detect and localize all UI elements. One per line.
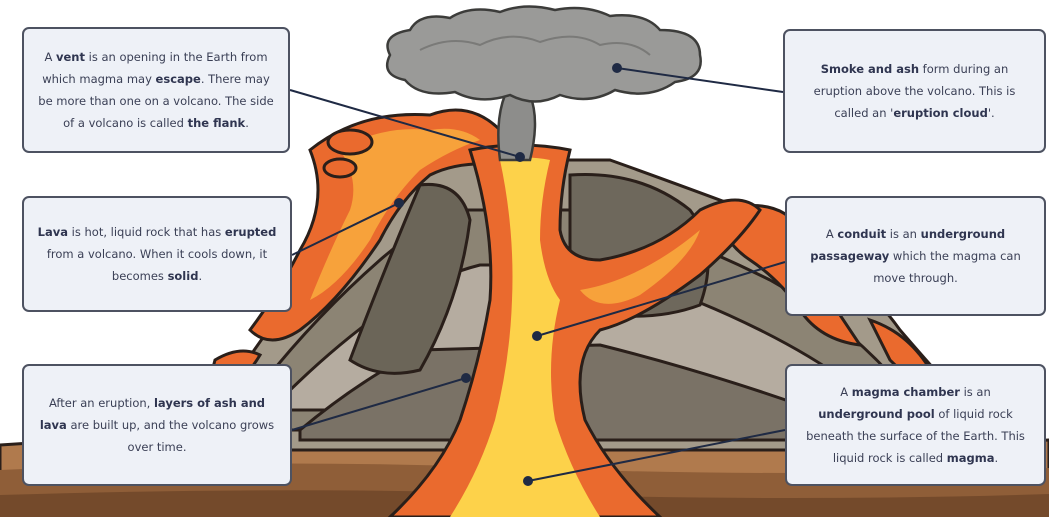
callout-vent-text: A vent is an opening in the Earth from w… [36, 46, 276, 134]
callout-lava: Lava is hot, liquid rock that has erupte… [22, 196, 292, 312]
term-magma: magma [947, 451, 995, 465]
term-magma-chamber: magma chamber [852, 385, 960, 399]
text: is hot, liquid rock that has [68, 225, 225, 239]
term-smoke-and-ash: Smoke and ash [821, 62, 919, 76]
term-underground-pool: underground pool [818, 407, 934, 421]
term-the-flank: the flank [188, 116, 246, 130]
text: which the magma can move through. [873, 249, 1021, 285]
callout-layers-text: After an eruption, layers of ash and lav… [36, 392, 278, 458]
text: from a volcano. When it cools down, it b… [47, 247, 267, 283]
term-conduit: conduit [837, 227, 886, 241]
text: A [840, 385, 852, 399]
text: are built up, and the volcano grows over… [67, 418, 274, 454]
text: . [994, 451, 998, 465]
callout-lava-text: Lava is hot, liquid rock that has erupte… [36, 221, 278, 287]
term-escape: escape [156, 72, 201, 86]
callout-chamber-text: A magma chamber is an underground pool o… [799, 381, 1032, 469]
text: is an [960, 385, 991, 399]
callout-vent: A vent is an opening in the Earth from w… [22, 27, 290, 153]
text: A [826, 227, 838, 241]
text: After an eruption, [49, 396, 154, 410]
text: A [44, 50, 56, 64]
text: . [198, 269, 202, 283]
text: '. [988, 106, 995, 120]
term-lava: Lava [38, 225, 68, 239]
callout-layers: After an eruption, layers of ash and lav… [22, 364, 292, 486]
callout-magma-chamber: A magma chamber is an underground pool o… [785, 364, 1046, 486]
callout-smoke-and-ash: Smoke and ash form during an eruption ab… [783, 29, 1046, 153]
term-solid: solid [168, 269, 199, 283]
callout-conduit-text: A conduit is an underground passageway w… [799, 223, 1032, 289]
term-eruption-cloud: eruption cloud [893, 106, 988, 120]
callout-smoke-text: Smoke and ash form during an eruption ab… [797, 58, 1032, 124]
term-erupted: erupted [225, 225, 276, 239]
term-vent: vent [56, 50, 85, 64]
callout-conduit: A conduit is an underground passageway w… [785, 196, 1046, 316]
text: is an [886, 227, 921, 241]
text: . [245, 116, 249, 130]
